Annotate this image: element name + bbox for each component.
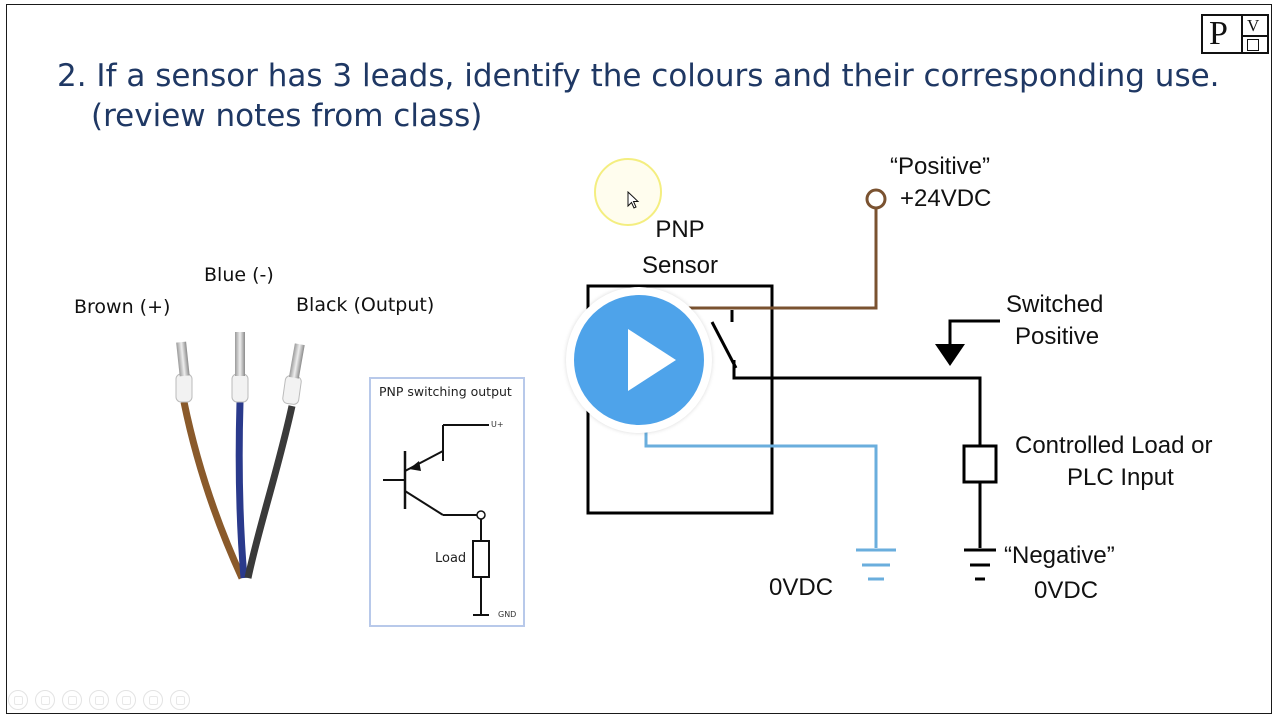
subtitles-icon[interactable] (143, 690, 163, 710)
logo-divider (1241, 16, 1243, 52)
blue-negative-wire (644, 430, 878, 548)
slide-frame (6, 4, 1272, 714)
inset-ground-label: GND (498, 610, 517, 619)
sensor-leads-photo (175, 332, 305, 580)
title-line-2: (review notes from class) (91, 98, 483, 134)
switched-arrow-line (948, 319, 1000, 346)
pnp-switching-output-inset: PNP switching output U+ Load GND (369, 377, 525, 627)
sensor-label-line1: PNP (655, 216, 705, 243)
switched-output-wire (732, 360, 982, 446)
slide-title: 2. If a sensor has 3 leads, identify the… (57, 56, 1220, 136)
back-icon[interactable] (8, 690, 28, 710)
brown-ferrule (176, 341, 190, 377)
negative-voltage: 0VDC (1034, 577, 1099, 604)
brown-wire-label: Brown (+) (74, 296, 171, 318)
logo-letter-p: P (1209, 15, 1228, 52)
logo: P V (1201, 14, 1269, 54)
sensor-label: PNP Sensor (632, 212, 728, 284)
load-label-line1: Controlled Load or (1015, 432, 1213, 459)
mouse-pointer-icon (627, 191, 640, 209)
positive-terminal (865, 188, 887, 210)
black-ferrule (288, 343, 305, 379)
play-icon (628, 329, 676, 391)
slides-icon[interactable] (89, 690, 109, 710)
positive-label: “Positive” (890, 153, 991, 180)
brown-wire (180, 401, 246, 580)
blue-wire-label: Blue (-) (204, 264, 274, 286)
positive-voltage: +24VDC (900, 185, 992, 212)
controlled-load (962, 444, 998, 484)
black-wire (244, 405, 296, 579)
logo-letter-v: V (1247, 16, 1260, 35)
more-icon[interactable] (170, 690, 190, 710)
switched-label-line1: Switched (1006, 291, 1104, 318)
zoom-icon[interactable] (116, 690, 136, 710)
blue-ground-label: 0VDC (769, 574, 834, 601)
load-label-line2: PLC Input (1067, 464, 1174, 491)
pointer-icon[interactable] (35, 690, 55, 710)
inset-load-label: Load (435, 551, 467, 566)
brown-positive-wire (640, 208, 878, 310)
black-wire-label: Black (Output) (296, 294, 435, 316)
switch-blade (710, 321, 738, 369)
switched-arrow-head (935, 344, 965, 366)
logo-square (1247, 39, 1259, 51)
slideshow-toolbar (8, 690, 190, 714)
inset-schematic (383, 424, 490, 616)
play-button[interactable] (566, 287, 712, 433)
title-line-1: 2. If a sensor has 3 leads, identify the… (57, 58, 1220, 94)
negative-label: “Negative” (1004, 542, 1115, 569)
logo-rule (1241, 35, 1267, 37)
switched-label-line2: Positive (1015, 323, 1100, 350)
pen-icon[interactable] (62, 690, 82, 710)
blue-wire (235, 401, 248, 579)
sensor-label-line2: Sensor (641, 252, 719, 279)
inset-supply-label: U+ (491, 420, 504, 429)
blue-ferrule (235, 332, 245, 376)
inset-title: PNP switching output (379, 384, 512, 399)
